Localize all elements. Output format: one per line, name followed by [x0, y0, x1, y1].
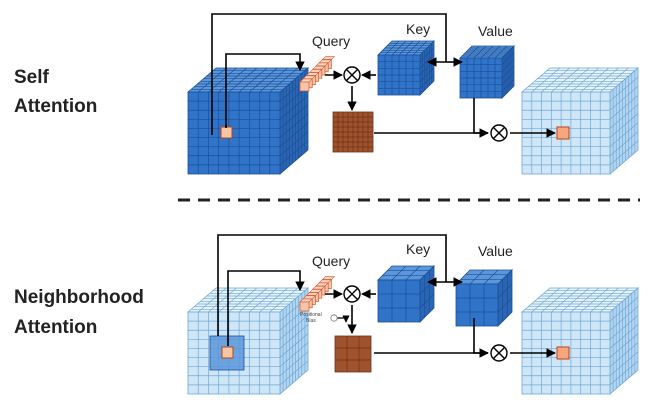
- self-attention-output-feature-map: [520, 67, 640, 175]
- query-cell: [299, 81, 310, 92]
- neighborhood-attention-arrows: [217, 234, 556, 358]
- positional-bias-label-line1: Positional: [300, 312, 322, 318]
- multiply-op-icon: [490, 344, 508, 362]
- na-value-label: Value: [478, 243, 513, 259]
- cube-front-face: [377, 279, 421, 323]
- cube-grid-lines: [460, 45, 515, 98]
- query-cell: [299, 301, 310, 312]
- multiply-op-icon: [490, 124, 508, 142]
- multiply-op-icon: [343, 66, 361, 84]
- na-query-pixel: [221, 346, 234, 359]
- self-attention-label-line2: Attention: [14, 96, 97, 117]
- positional-bias-arrow: [336, 315, 350, 323]
- self-attention-input-feature-map: [186, 67, 310, 175]
- neighborhood-attention-key-cube: [377, 265, 435, 323]
- query-cell-top: [321, 276, 336, 280]
- neighborhood-attention-label-line1: Neighborhood: [14, 287, 144, 308]
- neighborhood-attention-label-line2: Attention: [14, 317, 97, 338]
- self-attention-weight-matrix: [332, 111, 374, 153]
- neighborhood-attention-query-vector: [299, 276, 336, 312]
- attn-matrix-grid: [335, 336, 371, 372]
- na-query-label: Query: [312, 253, 350, 269]
- na-key-label: Key: [406, 241, 430, 257]
- cube-grid-lines: [378, 40, 435, 95]
- neighborhood-attention-output-feature-map: [520, 287, 640, 395]
- cube-grid-lines: [522, 287, 639, 394]
- multiply-op-icon: [343, 285, 361, 303]
- cube-front-face: [187, 311, 281, 395]
- cube-front-face: [455, 283, 499, 327]
- self-attention-arrows: [211, 13, 556, 138]
- self-attention-key-cube: [377, 40, 435, 96]
- sa-output-pixel: [556, 126, 570, 140]
- sa-value-label: Value: [478, 23, 513, 39]
- sa-query-label: Query: [312, 33, 350, 49]
- sa-key-label: Key: [406, 21, 430, 37]
- cube-grid-lines: [456, 269, 513, 326]
- neighborhood-attention-value-cube: [455, 269, 513, 327]
- positional-bias-label-line2: Bias: [306, 318, 316, 324]
- cube-front-face: [187, 91, 281, 175]
- neighborhood-attention-input-feature-map: [186, 287, 310, 395]
- attn-matrix-body: [334, 335, 372, 373]
- neighborhood-attention-weight-matrix: [334, 335, 372, 373]
- positional-bias-connector: [330, 314, 338, 322]
- na-output-pixel: [556, 346, 570, 360]
- sa-query-pixel: [220, 126, 233, 139]
- self-attention-label-line1: Self: [14, 67, 50, 88]
- query-cell-top: [321, 56, 336, 60]
- self-attention-value-cube: [459, 45, 515, 99]
- self-attention-query-vector: [299, 56, 336, 92]
- attn-matrix-grid: [333, 112, 373, 152]
